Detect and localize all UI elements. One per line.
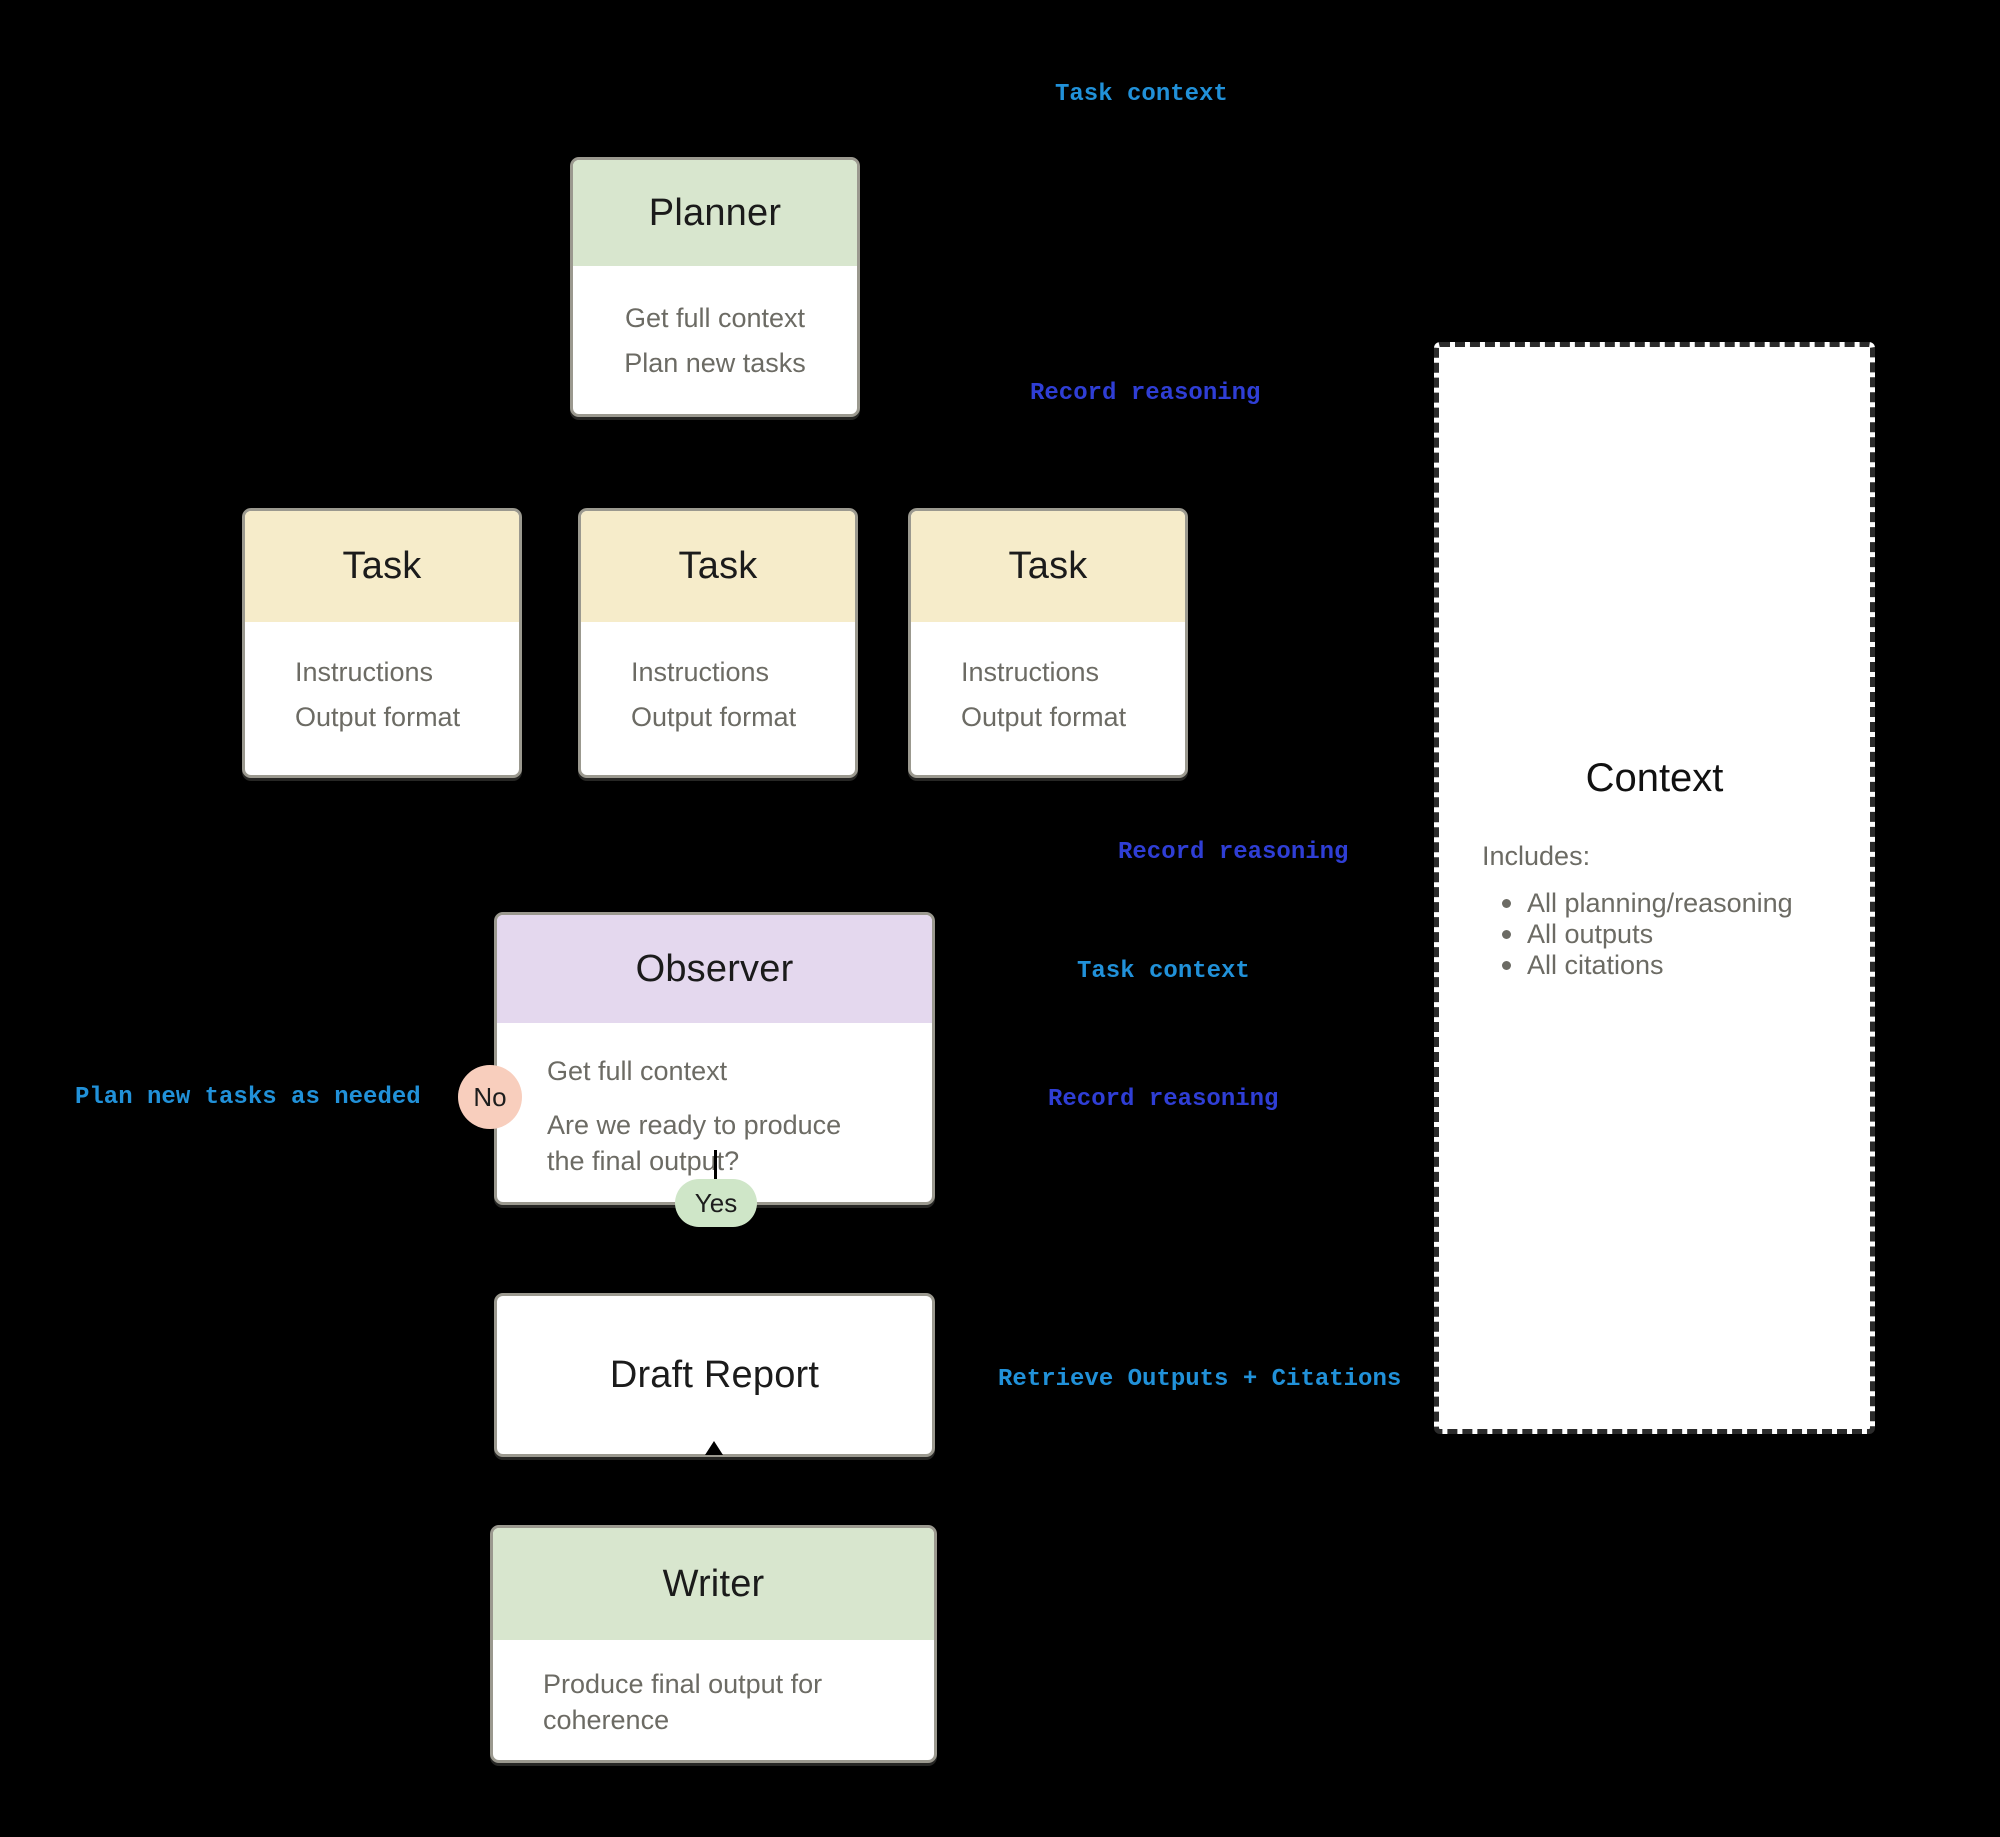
task-title: Task [1008,545,1088,587]
task-line: Output format [961,702,1127,732]
flow-label-task-context-observer: Task context [1077,958,1250,985]
no-badge-label: No [473,1081,507,1112]
task-line: Output format [295,702,461,732]
task-title: Task [678,545,758,587]
yes-badge-label: Yes [694,1187,738,1218]
observer-title: Observer [635,947,794,990]
yes-badge: Yes [675,1179,757,1227]
task-header: Task [911,511,1185,622]
context-includes-label: Includes: [1482,840,1591,871]
context-panel: Context Includes: All planning/reasoning… [1434,342,1875,1434]
flow-label-plan-new-tasks-loop: Plan new tasks as needed [75,1084,421,1111]
task-header: Task [581,511,855,622]
arrowhead-icon [705,1441,723,1455]
context-bullet-item: All outputs [1502,919,1870,950]
writer-body-text: Produce final output for coherence [543,1669,823,1735]
draft-report-node: Draft Report [494,1293,935,1457]
arrow-stem [714,1150,717,1180]
task-title: Task [342,545,422,587]
flow-label-record-reasoning-observer: Record reasoning [1048,1086,1279,1113]
planner-line: Plan new tasks [624,348,806,378]
task-body: Instructions Output format [911,622,1185,740]
task-line: Instructions [295,657,434,687]
task-body: Instructions Output format [581,622,855,740]
planner-body: Get full context Plan new tasks [573,266,857,386]
flow-label-task-context-top: Task context [1055,81,1228,108]
context-bullet-list: All planning/reasoning All outputs All c… [1439,888,1870,981]
observer-node: Observer Get full context Are we ready t… [494,912,935,1205]
flow-label-record-reasoning-tasks: Record reasoning [1118,839,1349,866]
observer-question: Are we ready to produce the final output… [547,1110,842,1176]
context-bullet-item: All citations [1502,950,1870,981]
observer-header: Observer [497,915,932,1023]
context-bullet-text: All citations [1527,949,1664,980]
writer-header: Writer [493,1528,934,1640]
task-line: Instructions [631,657,770,687]
writer-node: Writer Produce final output for coherenc… [490,1525,937,1763]
task-line: Output format [631,702,797,732]
task-node-3: Task Instructions Output format [908,508,1188,778]
task-line: Instructions [961,657,1100,687]
draft-report-title: Draft Report [609,1353,820,1396]
planner-line: Get full context [624,303,806,333]
context-title: Context [1585,755,1724,800]
task-node-2: Task Instructions Output format [578,508,858,778]
planner-title: Planner [648,191,782,234]
context-bullet-text: All outputs [1527,918,1654,949]
planner-header: Planner [573,160,857,266]
observer-body: Get full context Are we ready to produce… [497,1023,932,1179]
flow-label-retrieve-outputs-citations: Retrieve Outputs + Citations [998,1366,1402,1393]
writer-body: Produce final output for coherence [493,1640,934,1738]
task-body: Instructions Output format [245,622,519,740]
observer-line: Get full context [547,1056,728,1086]
planner-node: Planner Get full context Plan new tasks [570,157,860,417]
task-header: Task [245,511,519,622]
bullet-dot-icon [1502,898,1511,908]
bullet-dot-icon [1502,929,1511,939]
context-bullet-item: All planning/reasoning [1502,888,1870,919]
writer-title: Writer [662,1562,765,1605]
no-badge: No [458,1065,522,1129]
context-bullet-text: All planning/reasoning [1527,887,1793,918]
bullet-dot-icon [1502,960,1511,970]
flow-label-record-reasoning-planner: Record reasoning [1030,380,1261,407]
task-node-1: Task Instructions Output format [242,508,522,778]
